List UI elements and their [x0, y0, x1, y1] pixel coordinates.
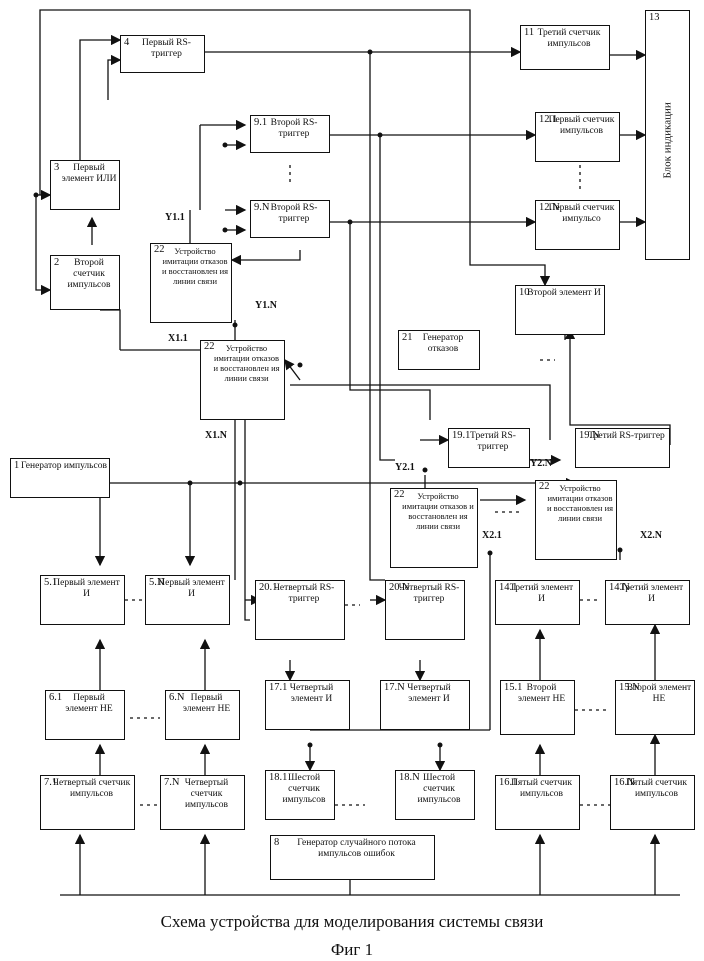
- signal-y11: Y1.1: [165, 212, 185, 223]
- block-15-n-second-not: 15.NВторой элемент НЕ: [615, 680, 695, 735]
- signal-x21: X2.1: [482, 530, 502, 541]
- block-14-n-third-and: 14.NТретий элемент И: [605, 580, 690, 625]
- block-5-1-first-and: 5.1Первый элемент И: [40, 575, 125, 625]
- block-22-failure-sim-c: 22Устройство имитации отказов и восстано…: [390, 488, 478, 568]
- block-15-1-second-not: 15.1Второй элемент НЕ: [500, 680, 575, 735]
- block-1-pulse-generator: 1Генератор импульсов: [10, 458, 110, 498]
- block-22-failure-sim-d: 22Устройство имитации отказов и восстано…: [535, 480, 617, 560]
- block-7-n-fourth-counter: 7.NЧетвертый счетчик импульсов: [160, 775, 245, 830]
- block-17-n-fourth-and: 17.NЧетвертый элемент И: [380, 680, 470, 730]
- block-9-n-second-rs-trigger: 9.NВторой RS-триггер: [250, 200, 330, 238]
- block-18-n-sixth-counter: 18.NШестой счетчик импульсов: [395, 770, 475, 820]
- block-3-first-or: 3Первый элемент ИЛИ: [50, 160, 120, 210]
- block-4-first-rs-trigger: 4Первый RS-триггер: [120, 35, 205, 73]
- block-2-second-counter: 2Второй счетчик импульсов: [50, 255, 120, 310]
- block-16-1-fifth-counter: 16.1Пятый счетчик импульсов: [495, 775, 580, 830]
- block-17-1-fourth-and: 17.1Четвертый элемент И: [265, 680, 350, 730]
- block-9-1-second-rs-trigger: 9.1Второй RS-триггер: [250, 115, 330, 153]
- signal-y1n: Y1.N: [255, 300, 277, 311]
- block-10-second-and: 10Второй элемент И: [515, 285, 605, 335]
- block-20-n-fourth-rs-trigger: 20.NЧетвертый RS-триггер: [385, 580, 465, 640]
- signal-x1n: X1.N: [205, 430, 227, 441]
- signal-y2n: Y2.N: [530, 458, 552, 469]
- block-6-n-first-not: 6.NПервый элемент НЕ: [165, 690, 240, 740]
- block-22-failure-sim-b: 22Устройство имитации отказов и восстано…: [200, 340, 285, 420]
- block-18-1-sixth-counter: 18.1Шестой счетчик импульсов: [265, 770, 335, 820]
- signal-x11: X1.1: [168, 333, 188, 344]
- figure-label: Фиг 1: [0, 940, 704, 960]
- block-19-n-third-rs-trigger: 19.NТретий RS-триггер: [575, 428, 670, 468]
- block-13-label: Блок индикации: [662, 84, 674, 179]
- block-21-failure-generator: 21Генератор отказов: [398, 330, 480, 370]
- block-11-third-counter: 11Третий счетчик импульсов: [520, 25, 610, 70]
- block-12-1-first-counter: 12.1Первый счетчик импульсов: [535, 112, 620, 162]
- block-6-1-first-not: 6.1Первый элемент НЕ: [45, 690, 125, 740]
- block-12-n-first-counter: 12.NПервый счетчик импульсо: [535, 200, 620, 250]
- plain-wires: [60, 52, 680, 895]
- block-16-n-fifth-counter: 16.NПятый счетчик импульсов: [610, 775, 695, 830]
- block-7-1-fourth-counter: 7.1Четвертый счетчик импульсов: [40, 775, 135, 830]
- block-22-failure-sim-a: 22Устройство имитации отказов и восстано…: [150, 243, 232, 323]
- diagram-caption: Схема устройства для моделирования систе…: [0, 912, 704, 932]
- block-5-n-first-and: 5.NПервый элемент И: [145, 575, 230, 625]
- block-19-1-third-rs-trigger: 19.1Третий RS-триггер: [448, 428, 530, 468]
- block-14-1-third-and: 14.1Третий элемент И: [495, 580, 580, 625]
- signal-x2n: X2.N: [640, 530, 662, 541]
- block-8-error-generator: 8Генератор случайного потока импульсов о…: [270, 835, 435, 880]
- block-20-1-fourth-rs-trigger: 20.1Четвертый RS-триггер: [255, 580, 345, 640]
- signal-y21: Y2.1: [395, 462, 415, 473]
